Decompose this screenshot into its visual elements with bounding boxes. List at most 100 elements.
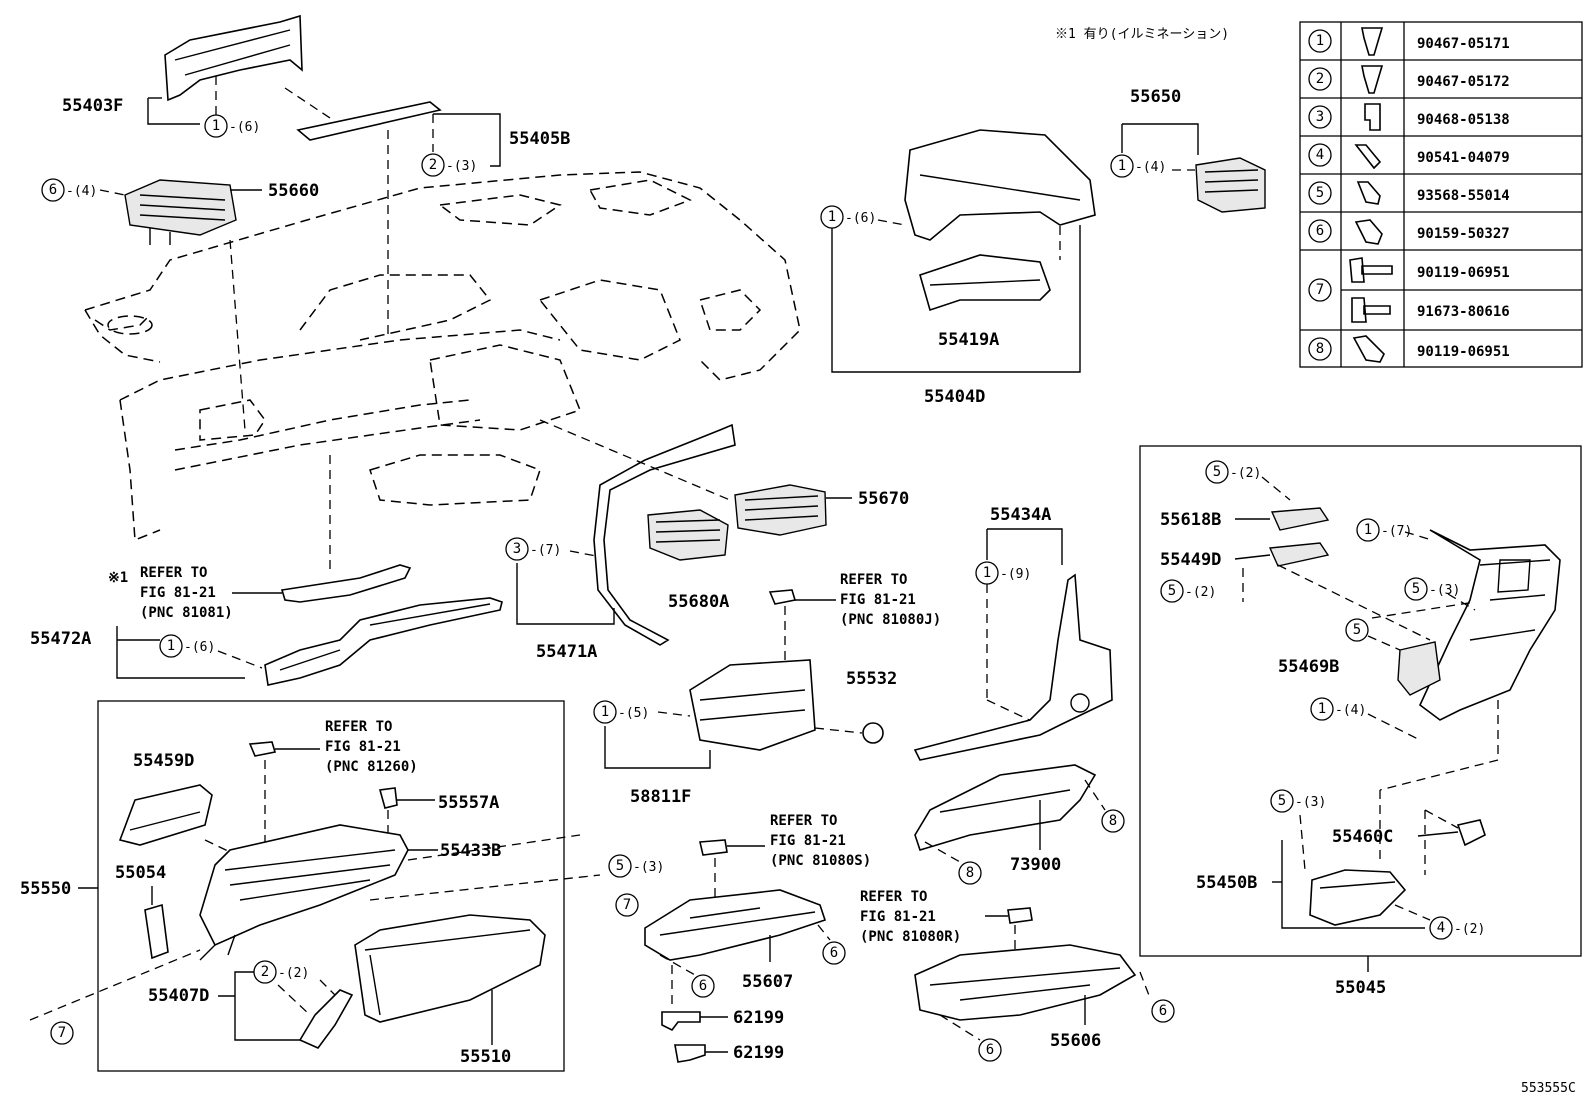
svg-text:6: 6 [49,182,57,198]
clip-62199-upper [661,1011,701,1032]
center-box-part [689,659,816,751]
svg-text:6: 6 [986,1042,994,1058]
svg-text:2: 2 [1316,71,1324,87]
svg-text:2: 2 [429,157,437,173]
upper-panel-part [164,14,303,102]
part-label-55550: 55550 [20,879,71,899]
svg-text:5: 5 [1278,793,1286,809]
svg-text:90467-05172: 90467-05172 [1417,74,1510,90]
part-label-55670: 55670 [858,489,909,509]
part-label-55450B: 55450B [1196,873,1257,893]
part-label-55419A: 55419A [938,330,999,350]
part-label-55618B: 55618B [1160,510,1221,530]
part-label-55532: 55532 [846,669,897,689]
part-label-55471A: 55471A [536,642,597,662]
svg-text:-(4): -(4) [1335,703,1366,718]
svg-text:1: 1 [167,638,175,654]
svg-text:-(7): -(7) [530,543,561,558]
lower-trim-part [264,597,503,686]
svg-text:REFER TO: REFER TO [325,719,392,735]
svg-text:1: 1 [1118,158,1126,174]
diagram-id: 553555C [1521,1081,1576,1096]
svg-text:-(4): -(4) [1135,160,1166,175]
svg-text:(PNC 81260): (PNC 81260) [325,759,418,775]
svg-text:REFER TO: REFER TO [840,572,907,588]
part-55471A-group: 3 -(7) 55471A [505,419,736,662]
svg-text:1: 1 [1364,522,1372,538]
legend-number-circle [1308,29,1332,53]
svg-text:90159-50327: 90159-50327 [1417,226,1510,242]
legend-row-5: 5 93568-55014 [1308,181,1510,205]
svg-text:6: 6 [1316,223,1324,239]
svg-text:90541-04079: 90541-04079 [1417,150,1510,166]
legend-row-3: 3 90468-05138 [1308,103,1510,131]
svg-text:3: 3 [513,541,521,557]
connector-part [768,589,797,605]
legend-row-4: 4 90541-04079 [1308,143,1510,170]
meter-hood-part [904,129,1096,241]
svg-text:5: 5 [1213,464,1221,480]
switch-base-part [1397,641,1441,696]
part-55404D-group: 55419A 1 -(6) 55404D [820,129,1096,407]
svg-text:-(2): -(2) [1185,585,1216,600]
part-label-55404D: 55404D [924,387,985,407]
switch-panel-upper [1270,507,1330,531]
svg-text:※1: ※1 [108,570,128,586]
damper-part [144,903,169,960]
svg-text:4: 4 [1437,920,1445,936]
under-cover-part [914,944,1137,1021]
part-label-55460C: 55460C [1332,827,1393,847]
part-label-55680A: 55680A [668,592,729,612]
part-label-55045: 55045 [1335,978,1386,998]
trim-strip-part [296,101,442,141]
center-vent-left [647,509,729,561]
pin-icon [1354,144,1382,170]
svg-text:91673-80616: 91673-80616 [1417,304,1510,320]
svg-text:-(6): -(6) [845,211,876,226]
svg-text:1: 1 [212,118,220,134]
center-trim-part [593,423,736,646]
part-label-55557A: 55557A [438,793,499,813]
part-label-55434A: 55434A [990,505,1051,525]
svg-text:FIG 81-21: FIG 81-21 [140,585,216,601]
part-label-55054: 55054 [115,863,166,883]
clip-part [1456,819,1486,847]
svg-text:4: 4 [1316,147,1324,163]
clip-icon [1361,65,1384,94]
part-label-55459D: 55459D [133,751,194,771]
part-label-55472A: 55472A [30,629,91,649]
legend-row-1: 1 90467-05171 [1308,27,1510,56]
part-55660-group: 6 -(4) 55660 [41,178,319,431]
part-label-55650: 55650 [1130,87,1181,107]
part-55606-group: REFER TO FIG 81-21 (PNC 81080R) 55606 6 … [860,889,1175,1062]
svg-text:-(3): -(3) [446,159,477,174]
svg-text:-(9): -(9) [1000,567,1031,582]
bolt-washer-icon [1354,219,1383,245]
svg-text:8: 8 [1109,813,1117,829]
svg-text:2: 2 [261,964,269,980]
svg-text:-(5): -(5) [618,706,649,721]
legend-row-8: 8 90119-06951 [1308,335,1510,363]
switch-connector-part [248,741,277,757]
svg-text:6: 6 [830,945,838,961]
svg-text:-(2): -(2) [1230,466,1261,481]
side-panel-part [1419,529,1561,721]
svg-text:3: 3 [1316,109,1324,125]
part-55650-group: 55650 1 -(4) [1110,87,1266,213]
part-55670-group: 55670 55680A [647,484,909,612]
knob-part [862,722,884,744]
svg-text:8: 8 [966,865,974,881]
svg-text:1: 1 [983,565,991,581]
svg-text:5: 5 [616,858,624,874]
part-label-55469B: 55469B [1278,657,1339,677]
svg-text:-(6): -(6) [229,120,260,135]
svg-text:1: 1 [828,209,836,225]
legend-row-6: 6 90159-50327 [1308,219,1510,245]
legend-row-2: 2 90467-05172 [1308,65,1510,94]
glove-stopper-part [298,989,354,1049]
svg-text:90119-06951: 90119-06951 [1417,265,1510,281]
bracket-clip-icon [1364,103,1381,131]
part-55607-group: REFER TO FIG 81-21 (PNC 81080S) 55607 6 … [644,813,871,1063]
svg-text:-(3): -(3) [633,860,664,875]
part-55472A-group: ※1 REFER TO FIG 81-21 (PNC 81081) 55472A… [30,455,503,686]
